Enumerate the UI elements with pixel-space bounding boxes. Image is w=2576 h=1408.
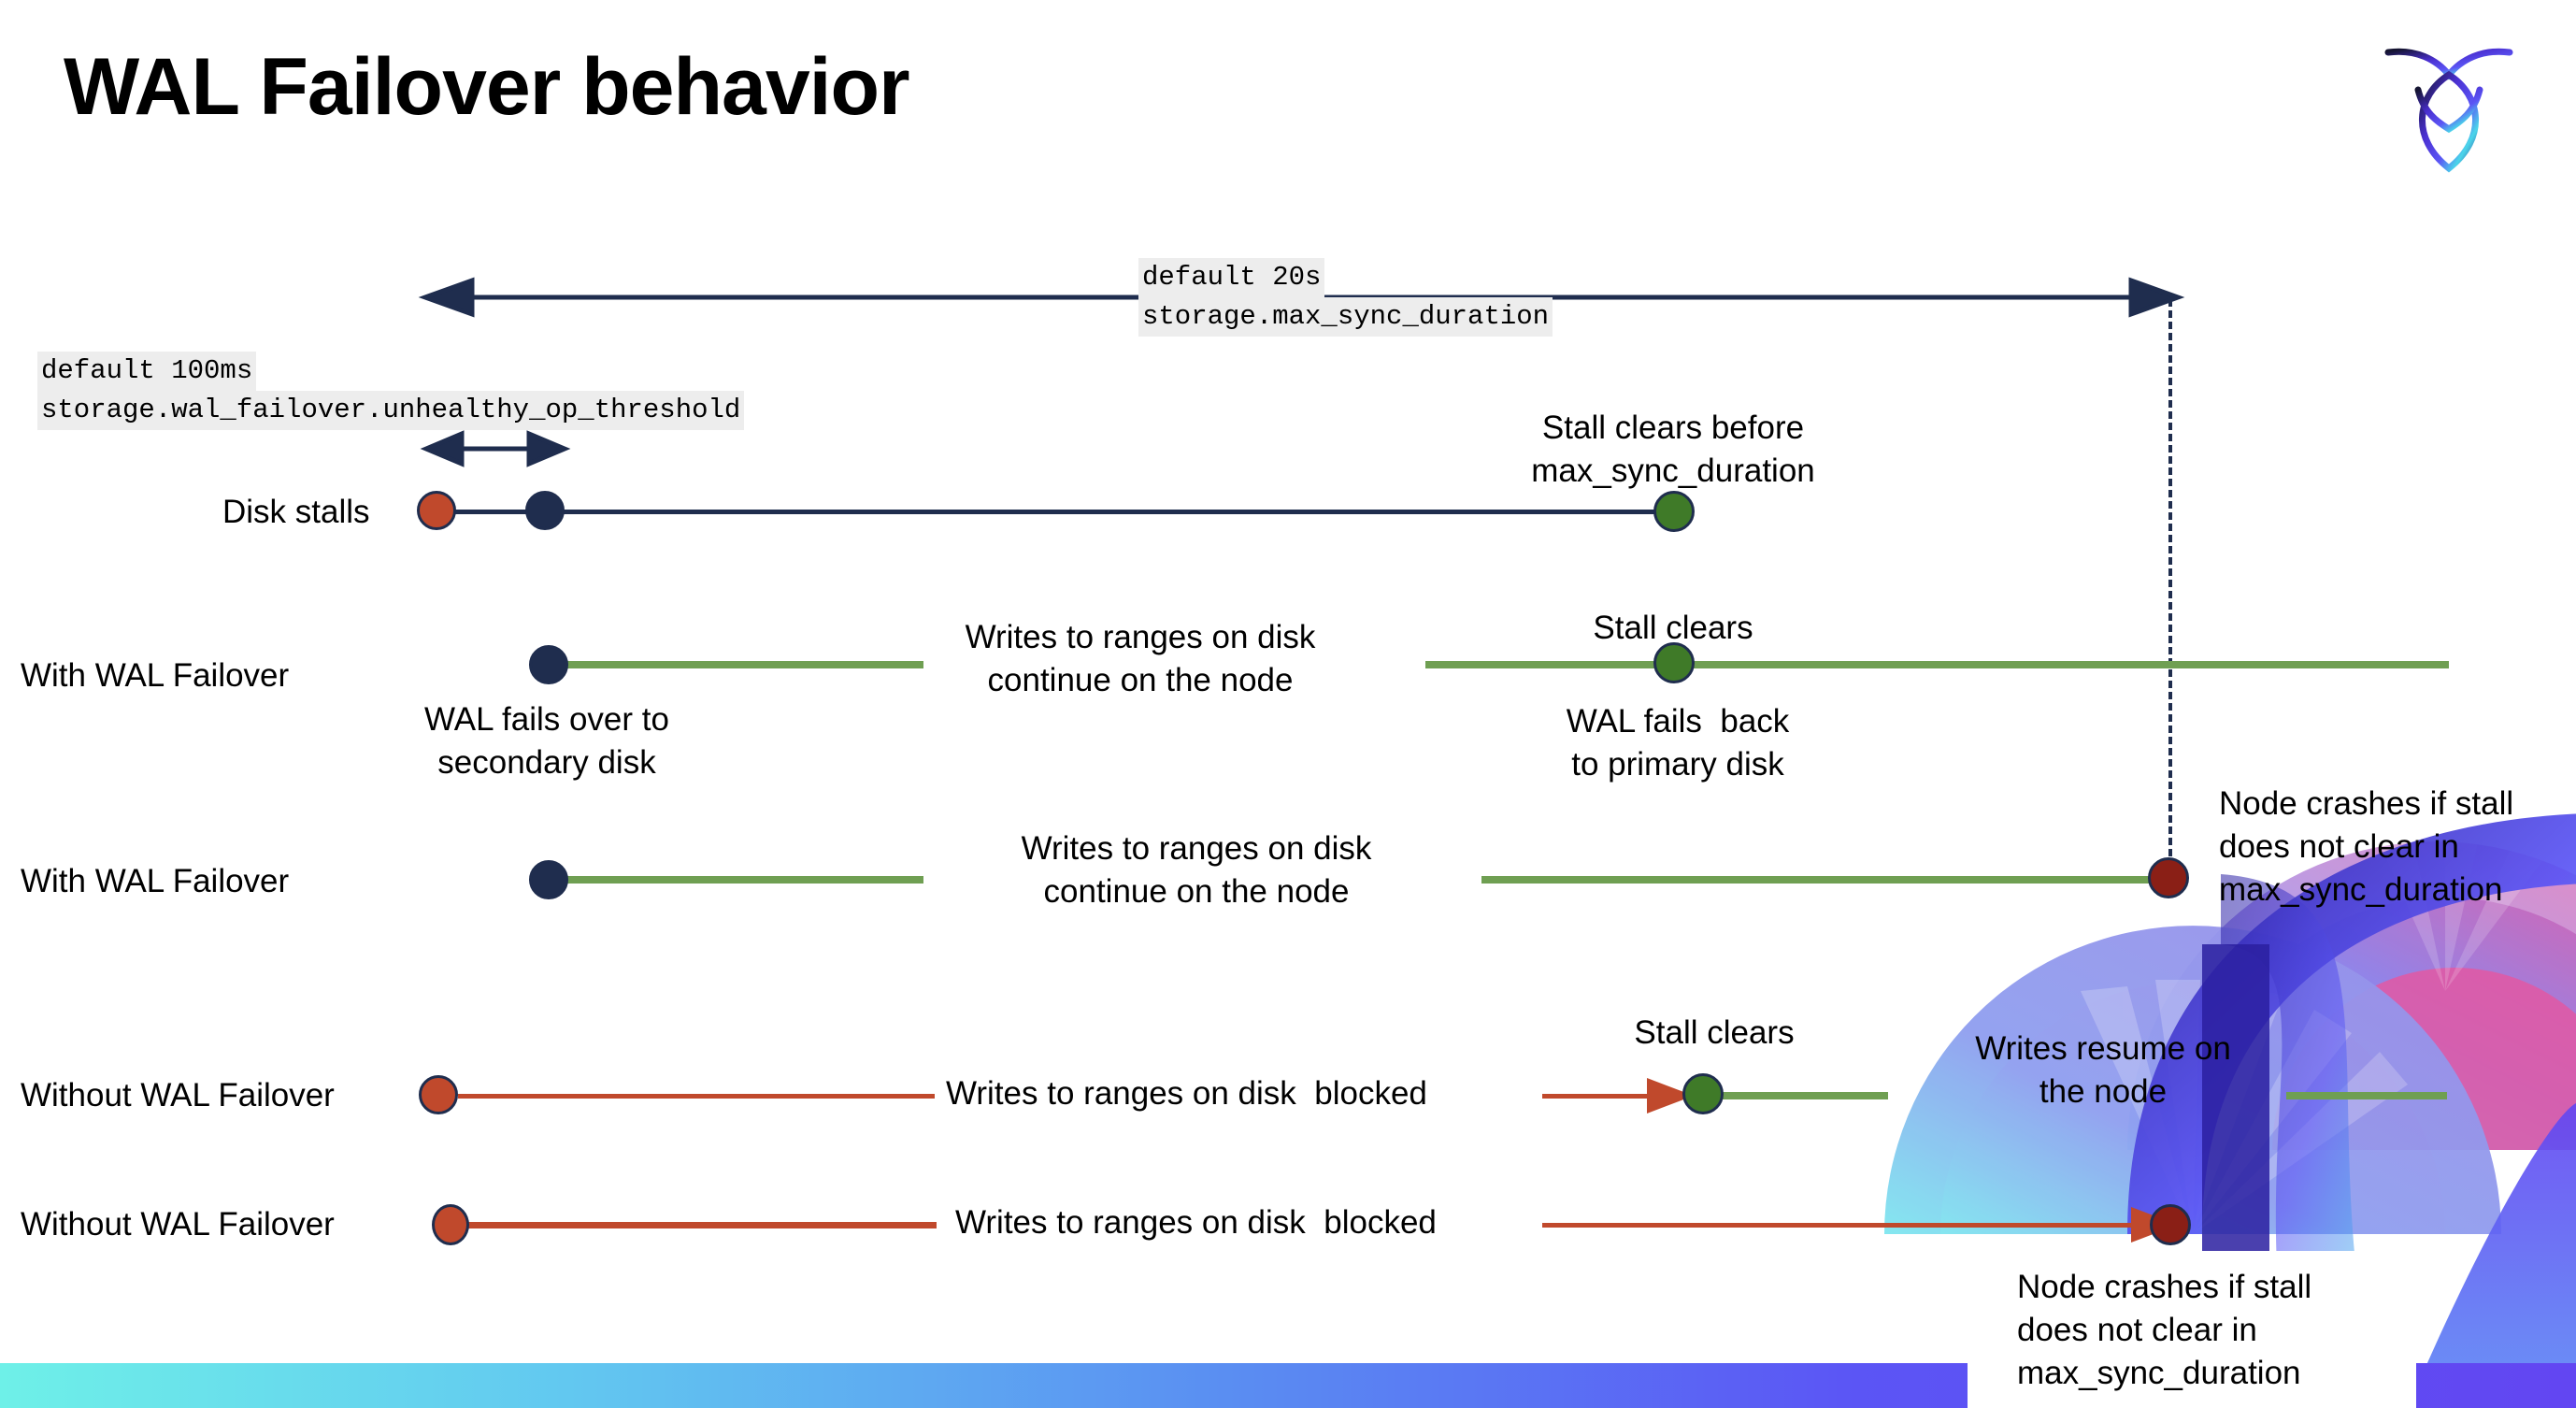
row-label-with-failover-2: With WAL Failover [21, 863, 290, 899]
disk-stalls-failover-dot [525, 491, 565, 530]
row-label-without-failover-1: Without WAL Failover [21, 1077, 335, 1113]
without-failover-1-start-dot [419, 1075, 458, 1114]
with-failover-2-writes-line1: Writes to ranges on disk [1021, 830, 1372, 867]
with-failover-2-line-right [1481, 876, 2178, 884]
disk-stalls-line [437, 510, 1676, 514]
without-failover-1-green-line [1707, 1092, 1888, 1099]
page-title: WAL Failover behavior [64, 42, 910, 132]
with-failover-2-crash-line1: Node crashes if stall [2219, 785, 2514, 822]
with-failover-1-writes-line1: Writes to ranges on disk [965, 619, 1316, 655]
with-failover-2-crash-line3: max_sync_duration [2219, 871, 2503, 908]
max-sync-setting-chip: storage.max_sync_duration [1138, 297, 1553, 337]
with-failover-2-writes-line2: continue on the node [1043, 873, 1350, 910]
with-failover-2-line-left [550, 876, 923, 884]
with-failover-2-crash-line2: does not clear in [2219, 828, 2459, 865]
without-failover-1-resume-line1: Writes resume on [1975, 1030, 2231, 1067]
max-sync-default-chip: default 20s [1138, 258, 1325, 297]
max-sync-deadline-dashed-line [2168, 299, 2172, 879]
without-failover-1-clears-note: Stall clears [1634, 1014, 1795, 1051]
with-failover-1-clear-dot [1653, 642, 1695, 683]
with-failover-1-failback-note-line2: to primary disk [1571, 746, 1784, 783]
without-failover-2-red-line-2 [1542, 1223, 2140, 1228]
with-failover-1-failback-note-line1: WAL fails back [1566, 703, 1790, 740]
with-failover-1-failover-dot [529, 645, 568, 684]
with-failover-1-writes-line2: continue on the node [987, 662, 1294, 698]
without-failover-2-crash-line3: max_sync_duration [2017, 1355, 2301, 1391]
without-failover-1-blocked-note: Writes to ranges on disk blocked [946, 1075, 1427, 1112]
without-failover-1-green-line-2 [2286, 1092, 2447, 1099]
row-label-disk-stalls: Disk stalls [222, 494, 370, 530]
with-failover-1-line-left [550, 661, 923, 668]
with-failover-1-clears-note: Stall clears [1593, 610, 1753, 646]
without-failover-1-red-line [458, 1094, 935, 1099]
without-failover-2-crash-dot [2150, 1204, 2191, 1245]
crash-callout-panel [1968, 1251, 2416, 1408]
with-failover-1-failover-note-line2: secondary disk [437, 744, 656, 781]
with-failover-1-line-right [1425, 661, 2449, 668]
without-failover-2-start-dot [432, 1204, 469, 1245]
disk-stalls-note-line1: Stall clears before [1541, 409, 1805, 446]
without-failover-2-red-line [460, 1222, 937, 1228]
without-failover-2-blocked-note: Writes to ranges on disk blocked [955, 1204, 1437, 1241]
unhealthy-op-default-chip: default 100ms [37, 352, 257, 391]
disk-stalls-clear-dot [1653, 491, 1695, 532]
without-failover-1-resume-line2: the node [2039, 1073, 2168, 1110]
disk-stalls-note-line2: max_sync_duration [1531, 453, 1815, 489]
row-label-without-failover-2: Without WAL Failover [21, 1206, 335, 1243]
with-failover-2-crash-dot [2148, 857, 2189, 898]
cockroachdb-logo-icon [2384, 48, 2513, 173]
without-failover-1-red-line-2 [1542, 1094, 1692, 1099]
row-label-with-failover-1: With WAL Failover [21, 657, 290, 694]
with-failover-2-failover-dot [529, 860, 568, 899]
without-failover-2-crash-line2: does not clear in [2017, 1312, 2257, 1348]
without-failover-1-clear-dot [1682, 1073, 1724, 1114]
with-failover-1-failover-note-line1: WAL fails over to [424, 701, 669, 738]
without-failover-2-crash-line1: Node crashes if stall [2017, 1269, 2312, 1305]
unhealthy-op-setting-chip: storage.wal_failover.unhealthy_op_thresh… [37, 391, 745, 430]
disk-stalls-start-dot [417, 491, 456, 530]
